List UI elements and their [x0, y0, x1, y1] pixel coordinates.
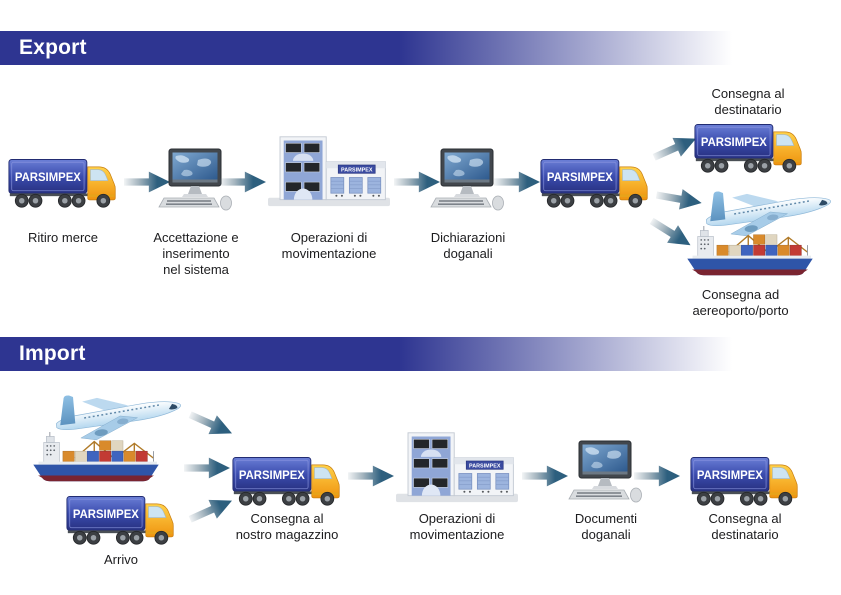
container-ship-icon [680, 226, 820, 280]
import-arrivo-label: Arrivo [104, 552, 138, 567]
parsimpex-truck-icon [8, 153, 118, 210]
flow-arrow-icon [185, 404, 237, 445]
export-step-operazioni-label: Operazioni di movimentazione [281, 230, 377, 261]
warehouse-building-icon [268, 134, 390, 208]
export-step-accettazione-label: Accettazione e inserimento nel sistema [153, 230, 239, 277]
parsimpex-truck-icon [66, 490, 176, 547]
export-step-dichiarazioni-label: Dichiarazioni doganali [430, 230, 506, 261]
flow-arrow-icon [348, 465, 394, 487]
parsimpex-truck-icon [232, 451, 342, 508]
export-outcome-destinatario-label: Consegna al destinatario [711, 86, 785, 117]
container-ship-icon [26, 432, 166, 486]
export-title: Export [19, 36, 87, 59]
import-step-destinatario-label: Consegna al destinatario [708, 511, 782, 542]
export-banner: Export [0, 31, 832, 65]
desktop-computer-icon [568, 440, 644, 506]
export-step-ritiro-label: Ritiro merce [27, 230, 99, 245]
flow-arrow-icon [184, 457, 230, 479]
parsimpex-truck-icon [540, 153, 650, 210]
import-step-documenti-label: Documenti doganali [574, 511, 638, 542]
warehouse-building-icon [396, 430, 518, 504]
import-banner: Import [0, 337, 832, 371]
flow-arrow-icon [522, 465, 568, 487]
import-title: Import [19, 342, 86, 365]
import-step-magazzino-label: Consegna al nostro magazzino [235, 511, 339, 542]
import-step-operazioni-label: Operazioni di movimentazione [409, 511, 505, 542]
parsimpex-truck-icon [690, 451, 800, 508]
export-outcome-porto-label: Consegna ad aereoporto/porto [692, 287, 789, 318]
parsimpex-truck-icon [694, 118, 804, 175]
